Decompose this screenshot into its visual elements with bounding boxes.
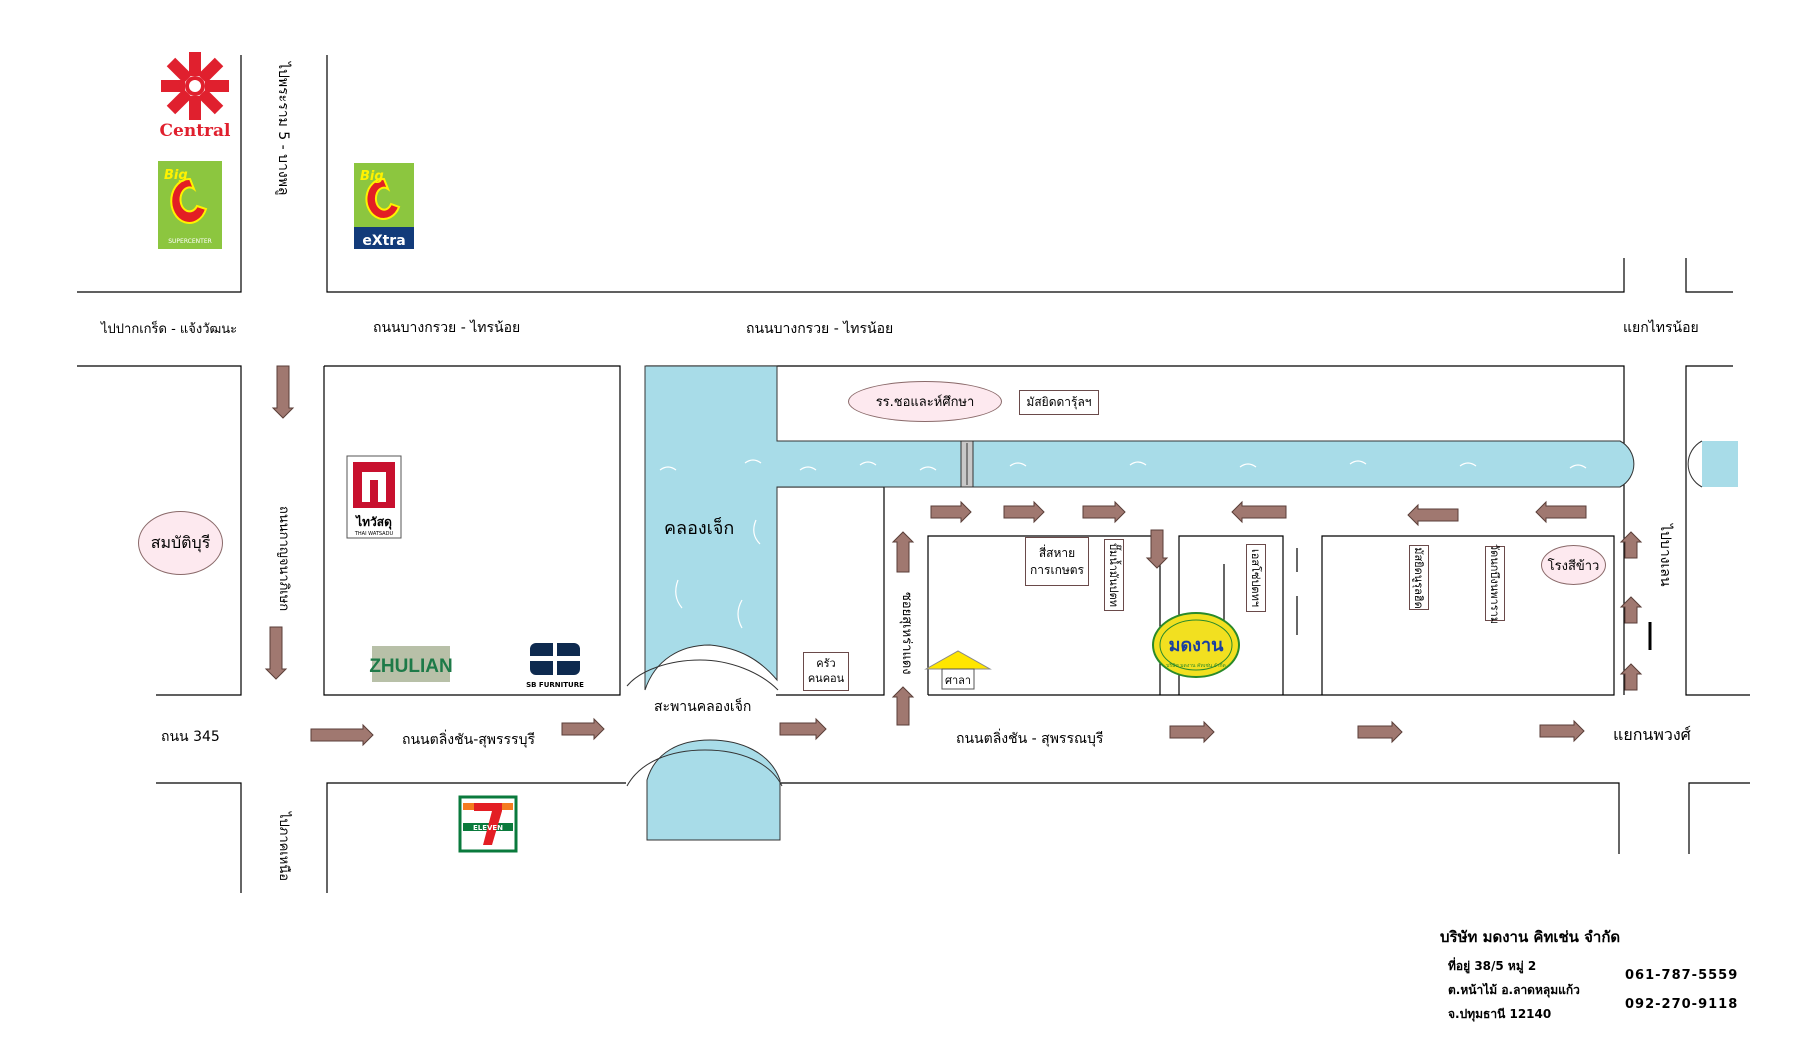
arrow-right-5 bbox=[1169, 720, 1215, 744]
place-pesticide: สี่สหายการเกษตร bbox=[1025, 537, 1089, 586]
company-address-1: ที่อยู่ 38/5 หมู่ 2 bbox=[1448, 959, 1537, 973]
mosque-right-label: มัสยิดนูรุลฮิด bbox=[1412, 546, 1425, 609]
zhulian-wordmark: ZHULIAN bbox=[369, 656, 452, 677]
arrow-left-12 bbox=[1407, 503, 1459, 527]
place-gas-station: ปั๊มน้ำมันปตท bbox=[1104, 539, 1124, 611]
road-label-bangkruai-1: ถนนบางกรวย - ไทรน้อย bbox=[373, 320, 521, 336]
bigc-2-sub: eXtra bbox=[362, 233, 405, 249]
temple-label: วัดนกบึงนพาราม bbox=[1488, 543, 1501, 624]
road-label-345: ถนน 345 bbox=[161, 729, 220, 745]
company-phone-1: 061-787-5559 bbox=[1625, 968, 1739, 983]
bigc-1-top: Big bbox=[164, 168, 188, 183]
bigc-extra-logo: Big eXtra bbox=[354, 163, 414, 249]
place-temple: วัดนกบึงนพาราม bbox=[1485, 543, 1505, 624]
thaiwatsadu-sub: THAI WATSADU bbox=[354, 531, 394, 537]
seven-wordmark: ELEVEN bbox=[473, 824, 503, 832]
arrow-right-9 bbox=[1003, 500, 1045, 524]
arrow-down-14 bbox=[1145, 529, 1169, 569]
arrow-right-2 bbox=[310, 723, 374, 747]
mongkhan-arc-text: บริษัท มดงาน คัทเช่น จำกัด bbox=[1166, 662, 1226, 669]
mongkhan-wordmark: มดงาน bbox=[1169, 635, 1224, 656]
arrow-down-0 bbox=[271, 365, 295, 419]
arrow-right-4 bbox=[779, 717, 827, 741]
central-flower-icon bbox=[161, 52, 229, 120]
arrow-right-8 bbox=[930, 500, 972, 524]
arrow-up-16 bbox=[891, 686, 915, 726]
road-label-top-left: ไปปากเกร็ด - แจ้งวัฒนะ bbox=[101, 322, 238, 337]
arrow-right-10 bbox=[1082, 500, 1126, 524]
road-label-vertical-top: ไปพระราม 5 - บางพลู bbox=[275, 62, 291, 196]
arrow-up-17 bbox=[1619, 531, 1643, 559]
pesticide-line-1: สี่สหาย bbox=[1038, 546, 1076, 561]
sala-marker: ศาลา bbox=[924, 650, 992, 690]
central-logo: Central bbox=[160, 52, 232, 141]
sb-wordmark: SB FURNITURE bbox=[526, 681, 584, 689]
arrow-right-3 bbox=[561, 717, 605, 741]
bigc-2-top: Big bbox=[360, 169, 384, 184]
arrow-up-15 bbox=[891, 531, 915, 573]
thaiwatsadu-main: ไทวัสดุ bbox=[354, 514, 392, 530]
company-phone-2: 092-270-9118 bbox=[1625, 997, 1739, 1012]
road-label-to-north: ไปภาคเหนือ bbox=[276, 812, 291, 882]
zhulian-logo: ZHULIAN bbox=[369, 646, 453, 682]
company-name: บริษัท มดงาน คิทเช่น จำกัด bbox=[1440, 928, 1621, 946]
bigc-supercenter-logo: Big SUPERCENTER bbox=[158, 161, 222, 249]
thaiwatsadu-logo: ไทวัสดุ THAI WATSADU bbox=[346, 455, 402, 539]
arrow-up-18 bbox=[1619, 596, 1643, 624]
arrow-right-7 bbox=[1539, 719, 1585, 743]
road-label-kanchanaphisek: ถนนกาญจนาภิเษก bbox=[276, 506, 291, 612]
place-sombat-buri: สมบัติบุรี bbox=[138, 511, 223, 575]
bigc-1-sub: SUPERCENTER bbox=[168, 238, 212, 245]
road-label-taling-chan-1: ถนนตลิ่งชัน-สุพรรรบุรี bbox=[402, 732, 535, 748]
bridge-label: สะพานคลองเจ็ก bbox=[654, 699, 752, 715]
esso-label: เอสโซ่ปตทฯ bbox=[1249, 548, 1262, 608]
place-mosque-top: มัสยิดดารุ้ลฯ bbox=[1019, 390, 1099, 415]
place-kitchen: ครัวคนคอน bbox=[803, 652, 849, 691]
kitchen-line-2: คนคอน bbox=[807, 671, 845, 685]
gas-station-label: ปั๊มน้ำมันปตท bbox=[1107, 542, 1120, 608]
sb-furniture-logo: SB FURNITURE bbox=[526, 643, 584, 689]
kitchen-line-1: ครัว bbox=[816, 656, 836, 670]
road-label-sai-noi-junction: แยกไทรน้อย bbox=[1623, 320, 1699, 336]
central-wordmark: Central bbox=[160, 121, 232, 141]
mongkhan-logo: มดงาน บริษัท มดงาน คัทเช่น จำกัด bbox=[1152, 612, 1240, 678]
place-mosque-right: มัสยิดนูรุลฮิด bbox=[1409, 545, 1429, 610]
place-rice-mill: โรงสีข้าว bbox=[1541, 545, 1606, 585]
road-label-bangkruai-2: ถนนบางกรวย - ไทรน้อย bbox=[746, 321, 894, 337]
company-address-3: จ.ปทุมธานี 12140 bbox=[1448, 1007, 1552, 1021]
road-label-soi: ซอยสุเหร่าแดง bbox=[899, 592, 914, 675]
road-label-taling-chan-2: ถนนตลิ่งชัน - สุพรรณบุรี bbox=[956, 731, 1104, 747]
road-label-to-bang-len: ไปบางเลน bbox=[1657, 524, 1673, 587]
seven-eleven-logo: ELEVEN bbox=[458, 795, 518, 853]
company-address-2: ต.หน้าไม้ อ.ลาดหลุมแก้ว bbox=[1448, 983, 1580, 997]
sala-label: ศาลา bbox=[945, 674, 971, 687]
arrow-left-11 bbox=[1231, 500, 1287, 524]
arrow-up-19 bbox=[1619, 663, 1643, 691]
canal bbox=[626, 365, 1738, 841]
place-esso: เอสโซ่ปตทฯ bbox=[1246, 544, 1266, 612]
place-school: รร.ชอและห์ศึกษา bbox=[848, 381, 1002, 422]
canal-label: คลองเจ็ก bbox=[664, 518, 735, 539]
arrow-left-13 bbox=[1535, 500, 1587, 524]
traffic-arrows bbox=[264, 365, 1643, 747]
pesticide-line-2: การเกษตร bbox=[1030, 562, 1084, 577]
arrow-down-1 bbox=[264, 626, 288, 680]
road-label-phuang-junction: แยกนพวงศ์ bbox=[1613, 725, 1691, 744]
arrow-right-6 bbox=[1357, 720, 1403, 744]
